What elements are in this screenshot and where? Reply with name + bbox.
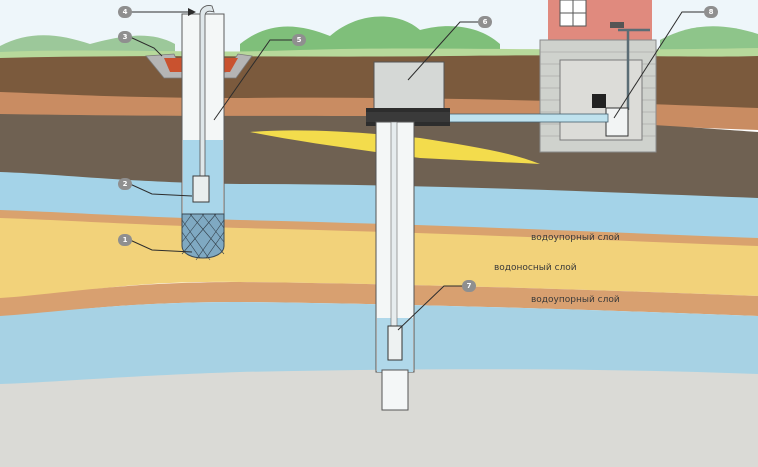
callout-badge-7: 7 [462,280,476,292]
leader-1 [129,239,193,253]
caisson-slab [366,112,450,122]
leader-8 [613,11,708,119]
callout-badge-5: 5 [292,34,306,46]
tap [610,22,624,28]
leader-5 [213,39,296,121]
leader-6 [407,21,482,81]
callout-number: 6 [483,18,488,26]
callout-number: 5 [297,36,302,44]
callout-number: 7 [467,282,472,290]
label-aquifer: водоносный слой [494,263,577,273]
callout-number: 8 [709,8,714,16]
callout-badge-8: 8 [704,6,718,18]
callout-number: 1 [123,236,128,244]
callout-number: 3 [123,33,128,41]
callout-badge-2: 2 [118,178,132,190]
clay-seal [164,58,238,72]
callout-badge-1: 1 [118,234,132,246]
callout-badge-6: 6 [478,16,492,28]
borehole-lower [381,369,409,411]
leader-7 [397,285,466,331]
callout-leaders [129,11,708,331]
arrowhead-4 [188,8,196,16]
borehole-pipe [390,121,398,333]
hydro-tank [605,107,629,137]
callout-number: 2 [123,180,128,188]
label-aquiclude-bottom: водоупорный слой [531,295,620,305]
bedrock-layer [0,369,758,467]
callout-number: 4 [123,8,128,16]
label-aquiclude-top: водоупорный слой [531,233,620,243]
filter-mesh [181,213,225,261]
control-box [592,94,606,108]
callout-badge-3: 3 [118,31,132,43]
callout-badge-4: 4 [118,6,132,18]
well-pipe [199,5,215,179]
leader-2 [129,183,193,197]
borehole-pump [387,325,403,361]
submersible-pump [192,175,210,203]
leader-3 [129,36,163,57]
